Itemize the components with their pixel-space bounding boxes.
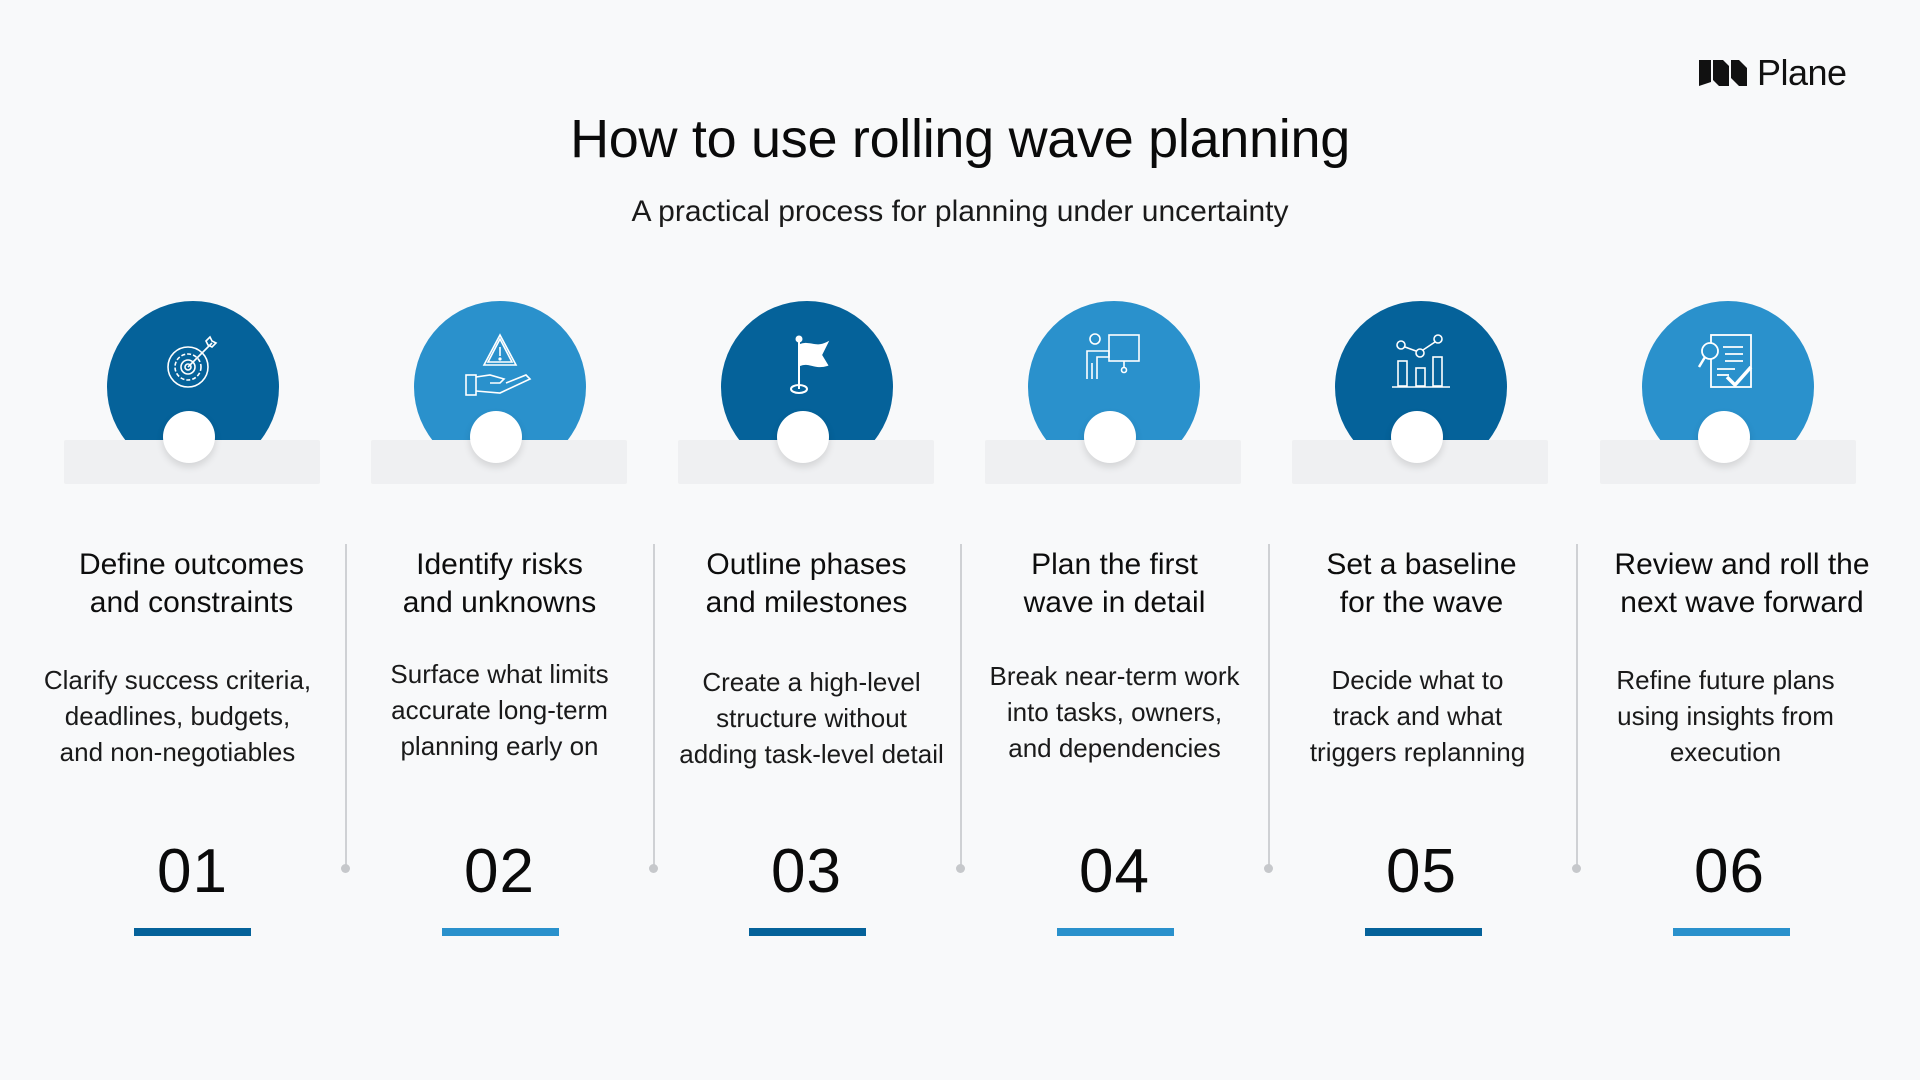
divider [960,544,962,868]
step-description: Clarify success criteria,deadlines, budg… [43,665,312,767]
divider-dot [956,864,965,873]
flag-icon [790,335,830,394]
divider-dot [1264,864,1273,873]
bar-chart-trend-icon [1392,334,1450,388]
step-knob [777,411,829,463]
page-subtitle: A practical process for planning under u… [631,195,1289,228]
step-knob [163,411,215,463]
divider-dot [341,864,350,873]
brand-logo: Plane [1697,52,1847,94]
step-underline [1673,928,1790,936]
divider [1268,544,1270,868]
divider [653,544,655,868]
divider-dot [1572,864,1581,873]
hand-warning-icon [465,333,532,396]
step-underline [134,928,251,936]
document-review-icon [1697,334,1753,388]
plane-logo-icon [1699,60,1747,86]
step-number: 06 [1694,837,1765,906]
icon-disc [107,301,279,440]
target-gear-icon [167,335,218,388]
step-underline [1057,928,1174,936]
step-number: 05 [1386,837,1457,906]
step-number: 02 [464,837,535,906]
step-knob [1698,411,1750,463]
icon-disc [1642,301,1814,440]
step-underline [749,928,866,936]
step-knob [1084,411,1136,463]
page-title: How to use rolling wave planning [570,109,1350,169]
divider-dot [649,864,658,873]
divider [1576,544,1578,868]
step-number: 03 [771,837,842,906]
step-number: 04 [1079,837,1150,906]
presenter-board-icon [1086,333,1140,379]
step-knob [470,411,522,463]
step-number: 01 [157,837,228,906]
step-underline [442,928,559,936]
step-underline [1365,928,1482,936]
step-knob [1391,411,1443,463]
divider [345,544,347,868]
brand-name: Plane [1757,52,1847,93]
